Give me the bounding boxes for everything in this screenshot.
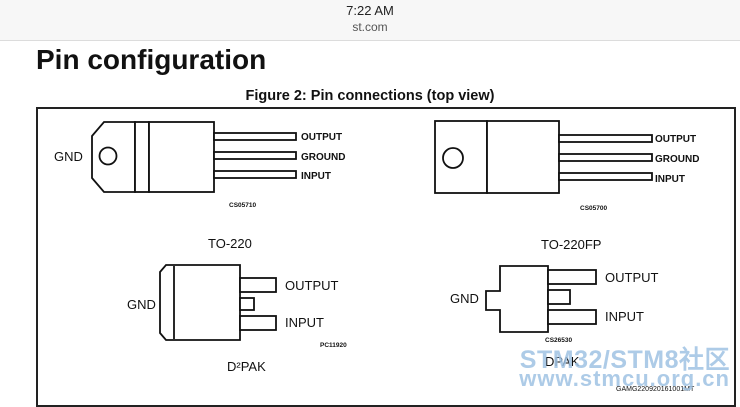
dpak-code: CS26530 [545, 337, 572, 344]
to220fp-pin-ground: GROUND [655, 154, 699, 165]
watermark-line2: www.stmcu.org.cn [519, 366, 730, 391]
to220-package-drawing [91, 121, 297, 193]
figure-id: GAMG220920161001MT [616, 386, 695, 393]
d2pak-pin-input: INPUT [285, 315, 324, 330]
to220-pin-ground: GROUND [301, 152, 345, 163]
d2pak-package-drawing [159, 264, 277, 341]
dpak-gnd-label: GND [450, 291, 479, 306]
figure-caption: Figure 2: Pin connections (top view) [245, 88, 495, 104]
dpak-pin-input: INPUT [605, 309, 644, 324]
status-bar: 7:22 AM st.com [0, 0, 740, 41]
watermark-line1: STM32/STM8社区 [519, 346, 730, 374]
dpak-package-drawing [485, 265, 597, 333]
dpak-pin-output: OUTPUT [605, 270, 659, 285]
d2pak-gnd-label: GND [127, 297, 156, 312]
to220fp-package-name: TO-220FP [541, 237, 601, 252]
d2pak-code: PC11920 [320, 342, 347, 349]
dpak-package-name: DPAK [545, 354, 580, 369]
page-heading: Pin configuration [36, 44, 267, 75]
to220-package-name: TO-220 [208, 236, 252, 251]
to220fp-code: CS05700 [580, 205, 607, 212]
to220-gnd-label: GND [54, 149, 83, 164]
status-time: 7:22 AM [346, 3, 394, 18]
address-url[interactable]: st.com [352, 20, 388, 34]
to220fp-pin-output: OUTPUT [655, 134, 696, 145]
to220-pin-output: OUTPUT [301, 132, 342, 143]
d2pak-pin-output: OUTPUT [285, 278, 339, 293]
to220-code: CS05710 [229, 202, 256, 209]
to220-pin-input: INPUT [301, 171, 331, 182]
to220fp-pin-input: INPUT [655, 174, 685, 185]
d2pak-package-name: D²PAK [227, 359, 266, 374]
to220fp-package-drawing [434, 120, 653, 194]
